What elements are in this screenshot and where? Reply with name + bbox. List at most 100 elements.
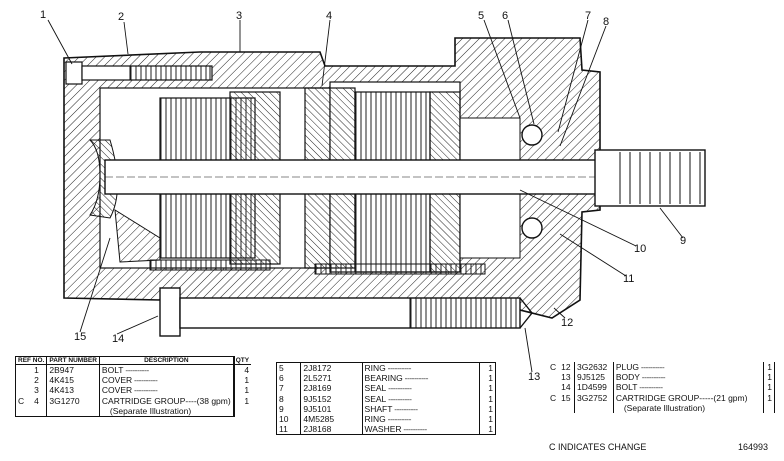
- ref-no: 11: [277, 424, 302, 435]
- bottom-bolt: [149, 259, 533, 337]
- header-part-number: PART NUMBER: [46, 357, 100, 365]
- change-mark: C: [550, 362, 557, 372]
- quantity: 1: [488, 373, 493, 384]
- description: WASHER: [362, 424, 480, 435]
- description: COVER: [99, 385, 234, 396]
- table-row: 7 2J8169 SEAL 1: [277, 383, 495, 394]
- table-row: 14 1D4599 BOLT 1: [548, 382, 774, 393]
- quantity: 1: [488, 363, 493, 373]
- part-number: 4M5285: [300, 414, 363, 425]
- part-number: 9J5101: [300, 403, 363, 415]
- change-mark: C: [550, 392, 557, 403]
- table-row: C 12 3G2632 PLUG 1: [548, 362, 774, 373]
- illustration-number: 164993: [738, 442, 769, 452]
- header-description: DESCRIPTION: [99, 357, 234, 365]
- ref-no: 2: [32, 375, 48, 386]
- callout-1: 1: [40, 9, 46, 21]
- quantity: 1: [767, 362, 772, 372]
- part-number: 2J8168: [300, 424, 363, 435]
- quantity: 4: [244, 365, 250, 375]
- description: BOLT: [613, 382, 765, 393]
- ref-no: 4: [32, 395, 48, 406]
- quantity: 1: [488, 403, 493, 414]
- callout-11: 11: [623, 273, 634, 285]
- description: RING: [362, 414, 480, 425]
- header-ref-no: REF NO.: [16, 357, 48, 365]
- description: PLUG: [613, 362, 765, 373]
- header-qty: QTY: [233, 357, 252, 365]
- part-number: 2J8169: [300, 383, 363, 394]
- parts-table-3: C 12 3G2632 PLUG 1 13 9J5125 BODY 1 14 1…: [548, 362, 775, 414]
- quantity: 1: [488, 424, 493, 435]
- change-mark: C: [18, 395, 25, 406]
- table-row: 5 2J8172 RING 1: [277, 363, 495, 374]
- part-number: 4K415: [46, 375, 100, 386]
- change-mark: [548, 382, 559, 392]
- callout-2: 2: [118, 11, 124, 23]
- description: CARTRIDGE GROUP----(38 gpm): [99, 395, 234, 406]
- callout-13: 13: [528, 371, 540, 383]
- callout-15: 15: [74, 331, 86, 343]
- table-header-row: REF NO. PART NUMBER DESCRIPTION QTY: [16, 357, 252, 365]
- description: BOLT: [99, 364, 234, 376]
- quantity: 1: [767, 392, 772, 403]
- table-row: 2 4K415 COVER 1: [16, 375, 251, 386]
- change-mark: [16, 365, 32, 376]
- change-mark: [16, 385, 32, 395]
- part-number: 9J5152: [300, 393, 363, 404]
- table-row: 9 9J5101 SHAFT 1: [277, 403, 495, 415]
- separate-illustration-note: (Separate Illustration): [613, 402, 765, 414]
- ref-no: 8: [277, 393, 302, 404]
- table-row: C 15 3G2752 CARTRIDGE GROUP-----(21 gpm)…: [548, 392, 774, 403]
- bearing: [521, 124, 543, 239]
- table-row: (Separate Illustration): [548, 402, 774, 414]
- part-number: 2J8172: [300, 363, 363, 374]
- quantity: 1: [244, 375, 250, 386]
- quantity: 1: [488, 414, 493, 425]
- ref-no: 15: [559, 392, 576, 403]
- part-number: 9J5125: [574, 372, 614, 383]
- callout-4: 4: [326, 10, 332, 22]
- callout-5: 5: [478, 10, 484, 22]
- part-number: 1D4599: [574, 382, 614, 393]
- quantity: 1: [488, 383, 493, 394]
- callout-3: 3: [236, 10, 242, 22]
- quantity: 1: [244, 385, 250, 396]
- table-row: 3 4K413 COVER 1: [16, 385, 251, 396]
- part-number: 3G1270: [46, 395, 100, 406]
- ref-no: 9: [277, 403, 302, 415]
- parts-table-2: 5 2J8172 RING 1 6 2L5271 BEARING 1 7 2J8…: [276, 362, 496, 436]
- description: SHAFT: [362, 403, 480, 415]
- ref-no: 7: [277, 383, 302, 394]
- callout-9: 9: [680, 235, 686, 247]
- callout-12: 12: [561, 317, 573, 329]
- description: SEAL: [362, 393, 480, 404]
- change-legend: C INDICATES CHANGE: [549, 442, 647, 452]
- ref-no: 5: [277, 363, 302, 374]
- description: BODY: [613, 372, 765, 383]
- quantity: 1: [767, 382, 772, 393]
- quantity: 1: [767, 372, 772, 383]
- ref-no: 10: [277, 414, 302, 425]
- description: SEAL: [362, 383, 480, 394]
- shaft: [104, 149, 706, 207]
- quantity: 1: [488, 393, 493, 404]
- part-number: 3G2632: [574, 362, 614, 373]
- table-row: 1 2B947 BOLT 4: [16, 364, 251, 376]
- callout-labels: 1 2 3 4 5 6 7 8 9 10 11 12 13 14 15: [40, 9, 686, 383]
- ref-no: 14: [559, 382, 576, 393]
- top-bolt: [65, 61, 213, 85]
- ref-no: 12: [559, 362, 576, 373]
- table-row: 10 4M5285 RING 1: [277, 414, 495, 425]
- table-row: 11 2J8168 WASHER 1: [277, 424, 495, 435]
- ref-no: 3: [32, 385, 48, 396]
- callout-10: 10: [634, 243, 646, 255]
- table-row: 13 9J5125 BODY 1: [548, 372, 774, 383]
- separate-illustration-note: (Separate Illustration): [99, 405, 234, 417]
- ref-no: 13: [559, 372, 576, 383]
- callout-8: 8: [603, 16, 609, 28]
- callout-14: 14: [112, 333, 124, 345]
- part-number: 3G2752: [574, 392, 614, 403]
- description: BEARING: [362, 373, 480, 384]
- change-mark: [548, 372, 559, 382]
